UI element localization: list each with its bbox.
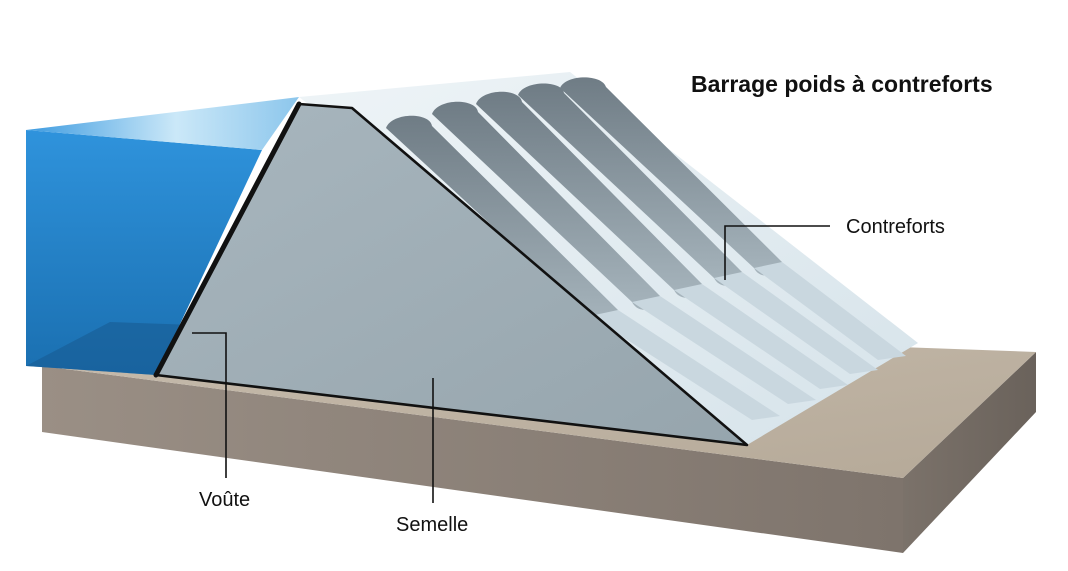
label-contreforts: Contreforts	[846, 216, 945, 238]
ground-front-face	[42, 366, 903, 553]
buttress-groove	[518, 83, 878, 374]
water-depth-shade	[26, 322, 195, 375]
buttress-groove	[476, 91, 848, 389]
buttress-groove	[386, 115, 780, 420]
label-semelle-group: Semelle	[396, 378, 468, 536]
buttress-grooves	[386, 77, 906, 420]
dam-outline	[155, 102, 749, 447]
water-reservoir	[26, 97, 299, 375]
diagram-title: Barrage poids à contreforts	[691, 71, 993, 97]
label-voute: Voûte	[199, 489, 250, 511]
label-voute-group: Voûte	[192, 332, 250, 511]
leader-line-voute	[192, 332, 227, 478]
water-front-face	[26, 130, 262, 375]
upstream-face-line	[153, 101, 302, 378]
water-top-surface	[26, 97, 299, 150]
label-contreforts-group: Contreforts	[724, 216, 945, 280]
label-semelle: Semelle	[396, 514, 468, 536]
dam-section	[153, 101, 749, 447]
buttress-slope	[299, 72, 918, 445]
dam-face	[156, 104, 747, 445]
buttress-groove	[432, 101, 816, 404]
ground-right-face	[903, 352, 1036, 553]
leader-line-contreforts	[724, 225, 830, 280]
